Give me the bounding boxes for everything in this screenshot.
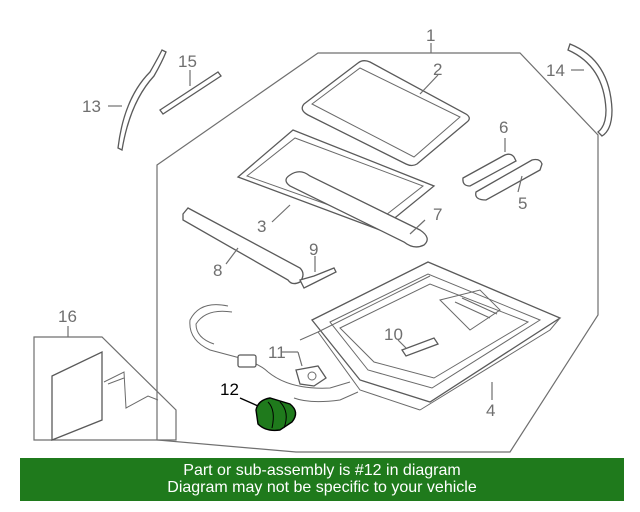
part-7-deflector — [285, 171, 428, 248]
leader-lines — [67, 43, 584, 407]
part-15-strip — [159, 71, 222, 115]
part-4-frame — [299, 261, 562, 411]
assembly-outline — [156, 52, 599, 453]
label-6: 6 — [499, 118, 508, 137]
part-8-strip — [182, 207, 304, 285]
label-3: 3 — [257, 217, 266, 236]
info-banner: Part or sub-assembly is #12 in diagram D… — [20, 458, 624, 501]
label-7: 7 — [433, 205, 442, 224]
label-12: 12 — [220, 380, 239, 399]
label-16: 16 — [58, 307, 77, 326]
label-14: 14 — [546, 61, 565, 80]
label-2: 2 — [433, 60, 442, 79]
part-16-box — [33, 336, 177, 441]
cable-assembly — [189, 304, 359, 403]
part-6-rail — [462, 153, 517, 187]
label-4: 4 — [486, 401, 495, 420]
label-11: 11 — [268, 343, 286, 362]
label-15: 15 — [178, 52, 197, 71]
part-11-motor — [295, 365, 327, 387]
label-8: 8 — [213, 261, 222, 280]
part-12-highlighted — [255, 397, 297, 432]
part-14-weatherstrip — [567, 43, 613, 137]
part-10-clip — [401, 337, 439, 357]
banner-line-1: Part or sub-assembly is #12 in diagram — [183, 462, 461, 479]
label-9: 9 — [309, 240, 318, 259]
label-13: 13 — [82, 97, 101, 116]
banner-line-2: Diagram may not be specific to your vehi… — [167, 479, 477, 496]
part-2-glass — [301, 60, 470, 167]
label-10: 10 — [384, 325, 403, 344]
label-5: 5 — [518, 194, 527, 213]
parts-diagram: 1 2 3 4 5 6 7 8 9 10 11 12 13 14 15 16 — [33, 26, 613, 453]
part-5-rail — [475, 158, 543, 201]
part-9-bracket — [299, 267, 337, 289]
part-13-weatherstrip — [117, 49, 167, 151]
label-1: 1 — [426, 26, 435, 45]
